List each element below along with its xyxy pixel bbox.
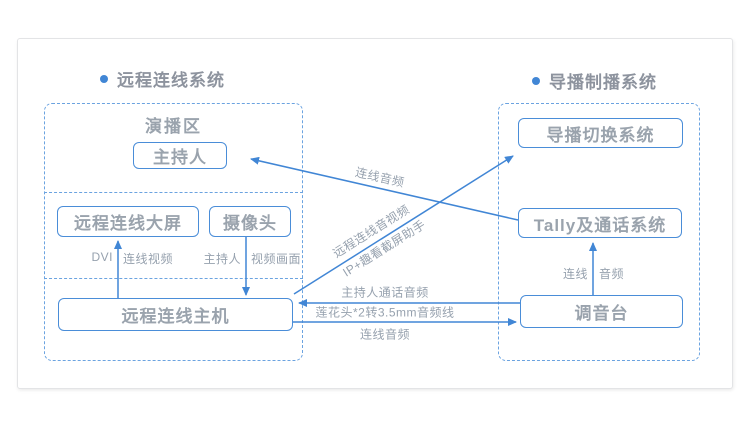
left-section-title: 远程连线系统 [100,66,225,91]
node-mixer: 调音台 [520,295,683,328]
zone-divider-1 [44,192,303,193]
edge-label-host-call-audio: 主持人通话音频 [341,285,429,300]
right-section-title: 导播制播系统 [532,68,657,93]
edge-label-host: 主持人 [203,252,241,266]
node-tally: Tally及通话系统 [518,208,682,238]
edge-label-link-video: 连线视频 [123,252,174,266]
node-mainframe: 远程连线主机 [58,298,293,331]
edge-label-audio: 音频 [599,267,625,281]
studio-zone-label: 演播区 [145,117,202,136]
edge-label-link: 连线 [562,267,588,281]
left-section-title-text: 远程连线系统 [117,71,225,90]
node-screen: 远程连线大屏 [57,206,199,237]
zone-divider-2 [44,278,303,279]
node-switcher: 导播切换系统 [518,118,683,148]
edge-label-dvi: DVI [91,250,113,264]
node-host: 主持人 [133,142,227,169]
bullet-icon [100,74,108,83]
edge-label-line-audio: 连线音频 [359,327,411,342]
edge-label-rca-cable: 莲花头*2转3.5mm音频线 [315,305,455,320]
node-camera: 摄像头 [209,206,291,237]
bullet-icon [532,76,540,85]
edge-label-video-frame: 视频画面 [251,252,302,266]
right-section-title-text: 导播制播系统 [549,73,657,92]
